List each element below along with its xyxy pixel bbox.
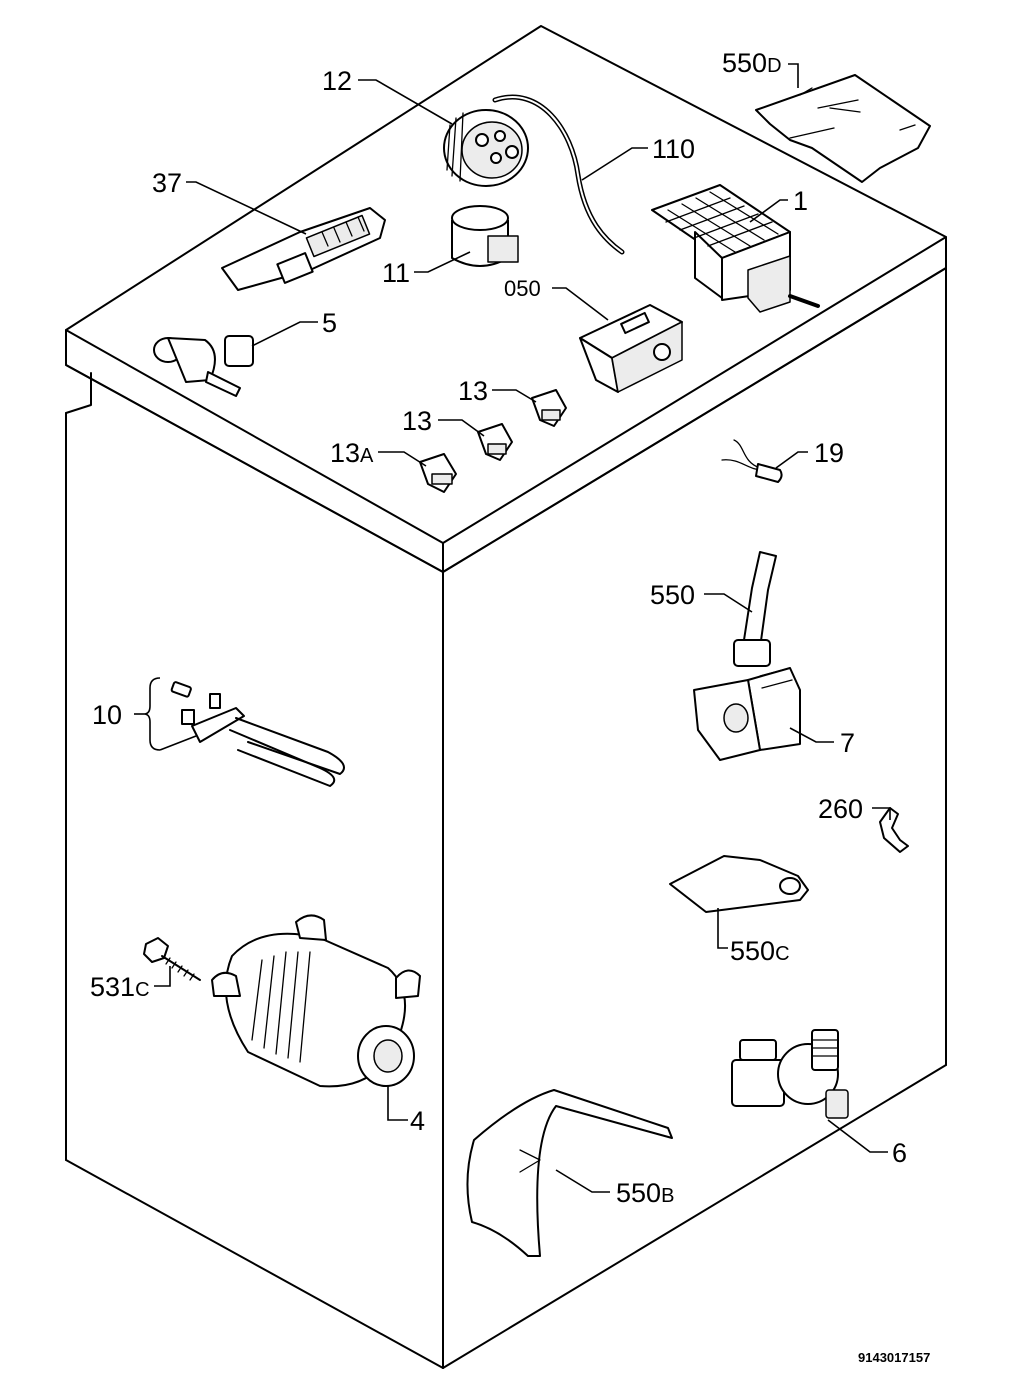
label-13a: 13A [330,438,374,468]
label-550c-number: 550 [730,936,775,966]
part-550-lever [733,551,777,667]
label-11: 11 [382,258,410,288]
label-13-lower: 13 [402,406,432,436]
label-10: 10 [92,700,122,730]
part-1-programmer [651,184,820,313]
part-12-pressure-switch [443,109,529,187]
label-550b-suffix: B [661,1185,674,1207]
part-550b-cover [466,1089,673,1257]
reference-code: 9143017157 [858,1350,930,1365]
label-4: 4 [410,1106,425,1136]
label-37: 37 [152,168,182,198]
part-13-connector-b [477,423,513,461]
label-550d: 550D [722,48,782,78]
part-531c-bolt [143,937,201,981]
label-13a-number: 13 [330,438,360,468]
part-550d-cover-plate [755,74,931,183]
label-550b-number: 550 [616,1178,661,1208]
part-4-motor [211,914,421,1088]
part-050-door-lock [579,304,683,393]
part-19-sensor [721,439,783,483]
part-7-switch [693,667,801,761]
label-550c-suffix: C [775,943,789,965]
label-531c: 531C [90,972,150,1002]
leader-lines [134,63,891,1193]
label-550c: 550C [730,936,790,966]
part-13-connector-a [531,389,567,427]
label-531c-suffix: C [135,979,149,1001]
label-260: 260 [818,794,863,824]
label-1: 1 [793,186,808,216]
label-110: 110 [652,134,695,164]
label-13-upper: 13 [458,376,488,406]
label-13a-suffix: A [360,445,374,467]
label-050: 050 [504,276,541,301]
label-12: 12 [322,66,352,96]
part-550c-plate [669,855,809,913]
label-550d-suffix: D [767,55,781,77]
part-13a-connector [419,453,457,493]
part-37-terminal-block [221,207,386,291]
part-5-inlet-valve [153,335,254,397]
part-6-drain-pump [731,1029,849,1119]
part-10-heating-element [170,681,345,787]
label-6: 6 [892,1138,907,1168]
label-550: 550 [650,580,695,610]
label-7: 7 [840,728,855,758]
part-11-capacitor [451,205,519,267]
label-550d-number: 550 [722,48,767,78]
label-531c-number: 531 [90,972,135,1002]
part-260-clip [879,807,909,853]
label-19: 19 [814,438,844,468]
cabinet-outline [65,25,947,1369]
label-550b: 550B [616,1178,674,1208]
label-5: 5 [322,308,337,338]
